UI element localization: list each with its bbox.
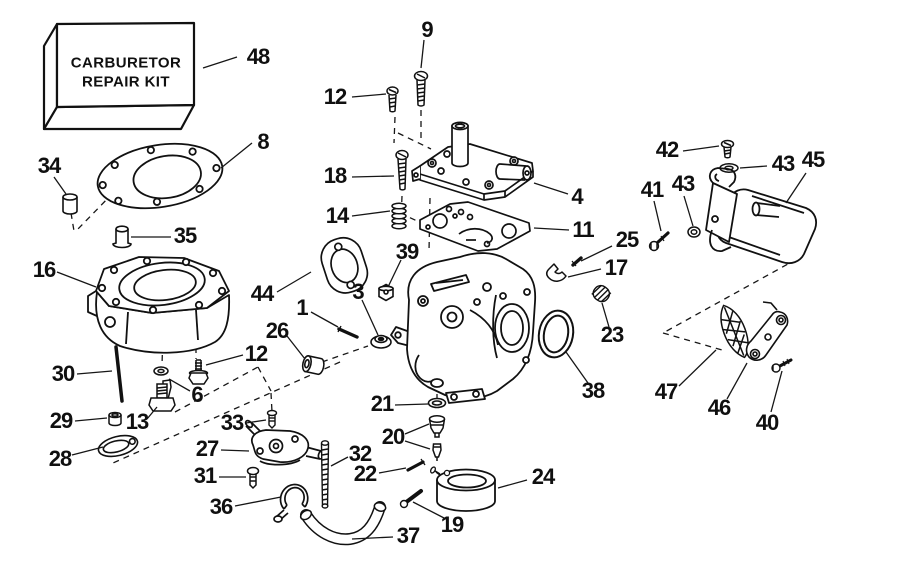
fuel-hose-37 [299,501,387,546]
part-label-37: 37 [396,523,421,548]
screw-18 [395,149,409,191]
part-label-36: 36 [209,494,234,519]
clip-17 [546,263,567,282]
pin-1 [337,325,359,339]
float-chamber-24 [429,466,496,512]
part-label-41: 41 [640,177,665,202]
screw-12-upper [386,86,399,113]
screw-13 [148,383,176,412]
screw-42 [720,139,735,159]
part-label-44: 44 [250,281,275,306]
top-cover-4 [411,121,534,201]
oring-38 [537,309,575,359]
kit-box-title-line1: CARBURETOR [70,54,182,72]
screw-9 [413,70,429,107]
part-label-21: 21 [370,391,395,416]
part-label-38: 38 [581,378,606,403]
part-label-23: 23 [600,322,625,347]
cap-29 [108,411,122,427]
part-label-30: 30 [51,361,76,386]
screw-32 [320,440,330,509]
part-label-29: 29 [49,408,74,433]
part-label-16: 16 [32,257,57,282]
rod-30 [114,345,124,403]
screw-31 [246,466,260,490]
part-label-24: 24 [531,464,556,489]
needle-seat-20 [428,415,446,461]
part-label-47: 47 [654,379,679,404]
part-label-28: 28 [48,446,73,471]
washer-43-lower [687,226,701,238]
part-label-33: 33 [220,410,245,435]
part-label-11: 11 [572,217,594,242]
part-label-3: 3 [352,279,364,304]
part-label-31: 31 [193,463,218,488]
screw-41 [648,231,670,252]
part-label-19: 19 [440,512,465,537]
screw-40 [771,358,793,373]
part-label-12: 12 [323,84,348,109]
gasket-11 [419,201,531,252]
pump-body-27 [244,419,325,466]
nut-3 [370,334,392,349]
part-label-1: 1 [296,295,308,320]
part-label-25: 25 [615,227,640,252]
part-label-13: 13 [125,409,150,434]
part-label-12: 12 [244,341,269,366]
part-label-32: 32 [348,441,373,466]
part-label-40: 40 [755,410,780,435]
leader-lines [53,39,807,540]
part-label-17: 17 [604,255,629,280]
part-label-4: 4 [571,184,583,209]
part-label-8: 8 [257,129,269,154]
part-label-22: 22 [353,461,378,486]
repair-kit-box [42,21,196,131]
pin-25 [571,256,583,267]
part-label-34: 34 [37,153,62,178]
part-label-39: 39 [395,239,420,264]
hose-clamp-36 [273,483,309,523]
float-bowl-16 [87,256,231,354]
spring-14 [391,202,407,230]
float-gasket-28 [97,434,139,458]
part-label-48: 48 [246,44,271,69]
gasket-8 [96,142,224,210]
screw-33 [266,409,278,429]
part-label-42: 42 [655,137,680,162]
part-label-35: 35 [173,223,198,248]
cam-follower-46 [745,301,789,361]
oring-21 [427,397,447,409]
part-label-18: 18 [323,163,348,188]
part-label-27: 27 [195,436,220,461]
part-label-45: 45 [801,147,826,172]
carburetor-body [390,252,537,404]
part-label-26: 26 [265,318,290,343]
bushing-26 [301,354,325,376]
part-label-6: 6 [191,382,203,407]
air-silencer-45 [705,167,818,265]
part-label-46: 46 [707,395,732,420]
part-label-43: 43 [671,171,696,196]
nut-39 [378,283,394,302]
kit-box-title-line2: REPAIR KIT [82,73,170,91]
part-label-20: 20 [381,424,406,449]
pin-22 [406,458,426,472]
part-label-14: 14 [325,203,350,228]
spring-23 [591,284,612,303]
pin-19 [399,489,423,509]
part-label-9: 9 [421,17,433,42]
gasket-44 [320,236,369,294]
part-label-43: 43 [771,151,796,176]
plug-35 [112,225,132,249]
plug-34 [62,193,78,215]
screen-47 [720,304,749,359]
screw-12-lower [188,359,209,385]
